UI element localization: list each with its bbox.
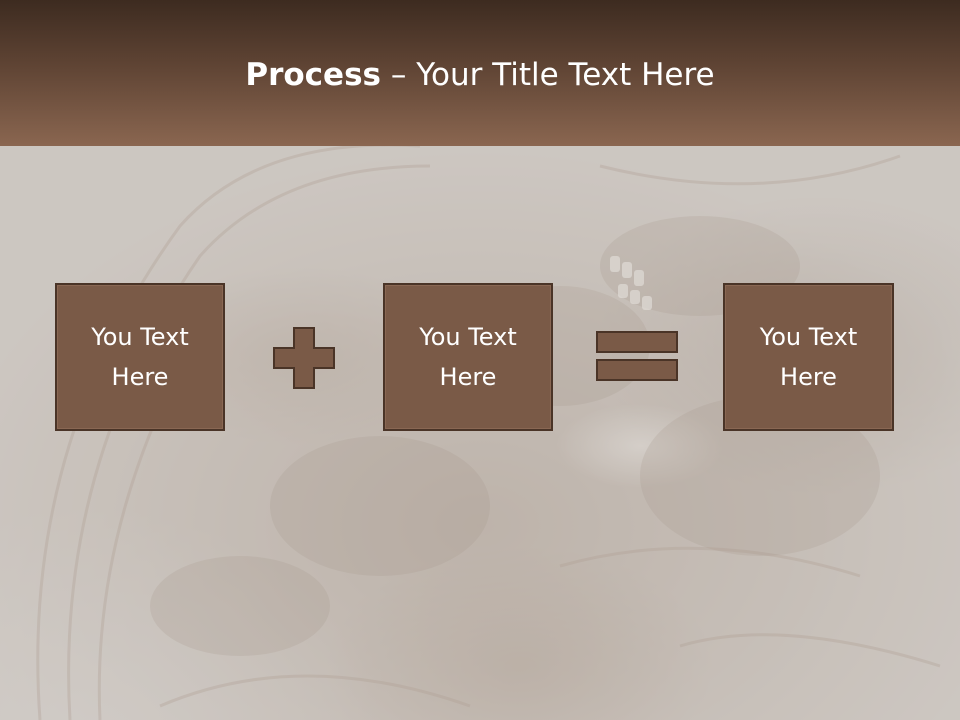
title-bold: Process bbox=[245, 57, 381, 93]
process-box-1-text: You Text Here bbox=[91, 323, 189, 391]
slide-title: Process – Your Title Text Here bbox=[0, 54, 960, 96]
background-photo bbox=[0, 146, 960, 720]
process-box-2-text: You Text Here bbox=[419, 323, 517, 391]
process-box-3-text: You Text Here bbox=[759, 323, 858, 391]
process-box-2: You Text Here bbox=[383, 283, 553, 431]
process-box-1: You Text Here bbox=[55, 283, 225, 431]
plus-icon bbox=[273, 327, 335, 389]
title-bar: Process – Your Title Text Here bbox=[0, 0, 960, 146]
equals-icon bbox=[596, 331, 678, 381]
process-box-3: You Text Here bbox=[723, 283, 894, 431]
title-rest: – Your Title Text Here bbox=[381, 57, 715, 93]
background-wash bbox=[0, 146, 960, 720]
